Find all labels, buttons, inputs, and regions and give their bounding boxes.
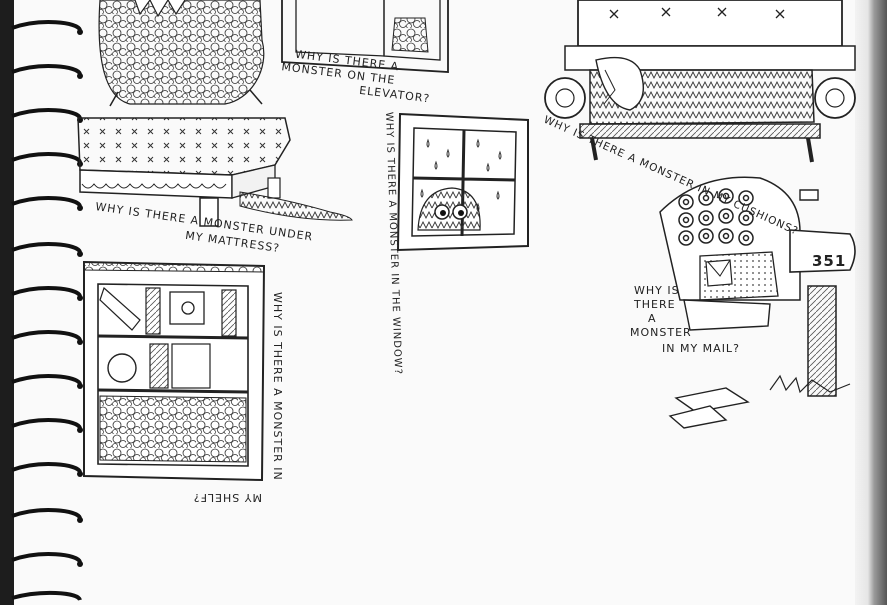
spiral-binding	[11, 20, 83, 602]
caption-elevator-line3: ELEVATOR?	[358, 84, 430, 106]
scribble-monster-top	[98, 0, 265, 107]
caption-mail-line1: WHY IS	[634, 284, 680, 297]
couch-drawing	[544, 0, 856, 163]
mattress-drawing	[77, 117, 353, 227]
caption-elevator: WHY IS THERE A MONSTER ON THE ELEVATOR?	[281, 48, 431, 106]
caption-mail-line2: THERE	[633, 298, 676, 311]
mailbox-number: 351	[812, 252, 846, 270]
caption-shelf-upside-down: MY SHELF?	[193, 491, 262, 504]
caption-mail-line3: A	[648, 312, 657, 325]
page-edge	[855, 0, 887, 605]
elevator-drawing	[281, 0, 449, 73]
mailbox-drawing	[659, 176, 856, 429]
binding-shadow	[0, 0, 14, 605]
caption-mail-line4: MONSTER	[630, 326, 692, 339]
caption-mail-line5: IN MY MAIL?	[662, 342, 740, 355]
caption-shelf-vertical: WHY IS THERE A MONSTER IN	[271, 292, 284, 481]
caption-mail: WHY IS THERE A MONSTER IN MY MAIL?	[630, 284, 740, 355]
shelf-drawing	[83, 260, 266, 482]
window-drawing	[396, 112, 529, 252]
